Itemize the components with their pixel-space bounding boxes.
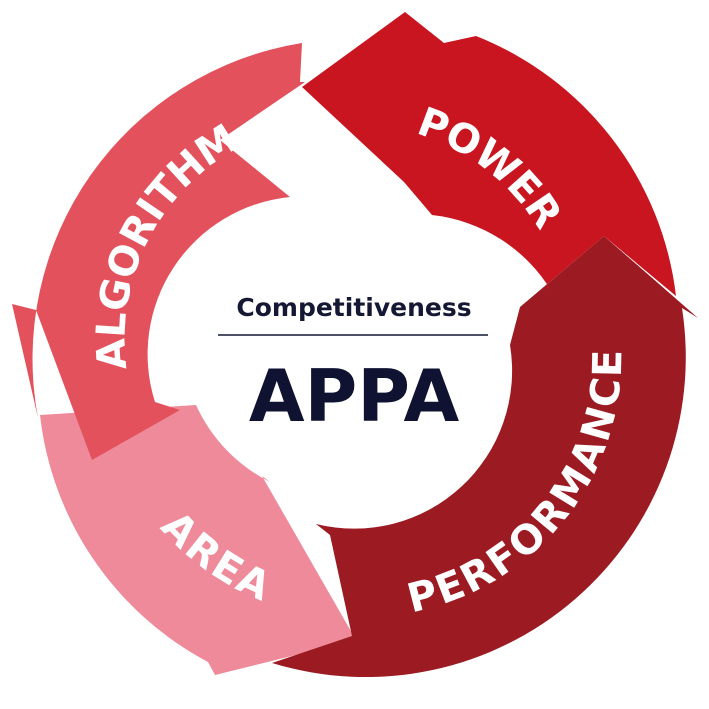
center-subtitle: Competitiveness xyxy=(236,293,471,322)
area-arrow xyxy=(40,405,356,675)
center-title: APPA xyxy=(249,354,460,438)
algorithm-arrow xyxy=(12,43,305,460)
center-content: Competitiveness APPA xyxy=(218,293,488,438)
power-arrow xyxy=(302,12,676,296)
performance-arrow xyxy=(272,236,698,678)
segments-layer xyxy=(12,12,698,678)
